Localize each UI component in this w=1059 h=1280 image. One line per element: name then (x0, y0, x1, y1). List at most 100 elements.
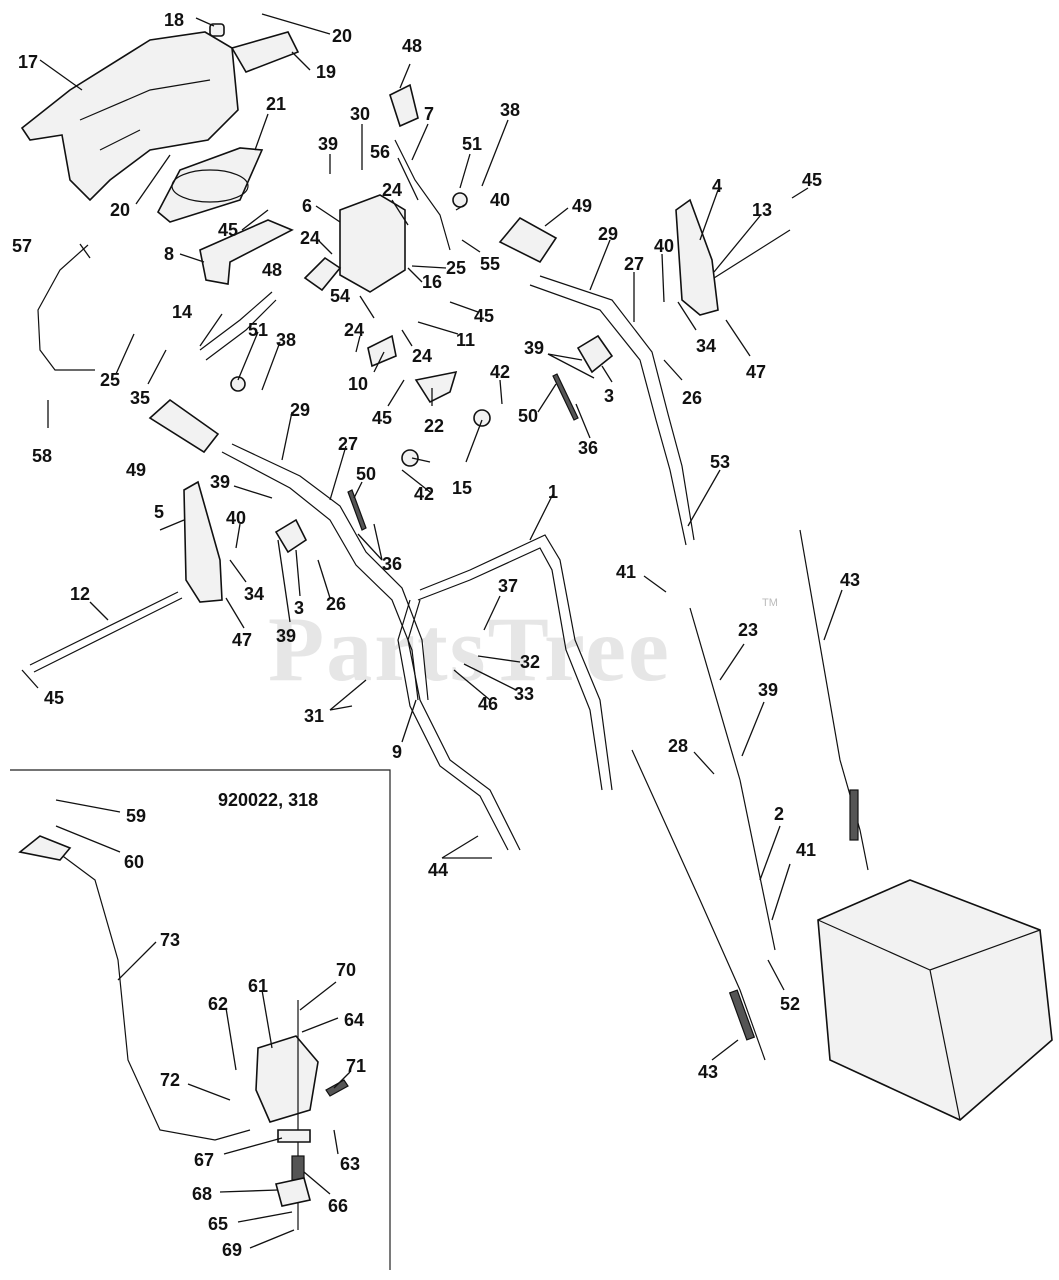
callout-34: 34 (244, 584, 264, 604)
callout-38: 38 (276, 330, 296, 350)
callout-labels: 18 20 17 19 48 21 20 30 7 38 39 56 51 24… (12, 10, 860, 1260)
callout-21: 21 (266, 94, 286, 114)
callout-37: 37 (498, 576, 518, 596)
callout-26: 26 (682, 388, 702, 408)
part-8-bracket (199, 219, 294, 285)
part-43-cable-center (631, 749, 766, 1061)
part-71-spring (325, 1079, 349, 1097)
part-61-block (255, 1035, 319, 1123)
part-5-panel (183, 480, 223, 603)
part-17-detail (79, 79, 211, 151)
callout-40: 40 (226, 508, 246, 528)
callout-49: 49 (126, 460, 146, 480)
callout-41: 41 (796, 840, 816, 860)
callout-27: 27 (624, 254, 644, 274)
part-21-logo-plate (156, 147, 264, 223)
callout-69: 69 (222, 1240, 242, 1260)
callout-17: 17 (18, 52, 38, 72)
callout-43: 43 (698, 1062, 718, 1082)
callout-25: 25 (100, 370, 120, 390)
callout-62: 62 (208, 994, 228, 1014)
part-60-lever (18, 835, 72, 861)
part-right-handle (529, 275, 695, 546)
part-49-grip-right (498, 216, 558, 264)
callout-8: 8 (164, 244, 174, 264)
part-1-lower-handle (397, 534, 613, 851)
callout-45: 45 (802, 170, 822, 190)
callout-45: 45 (372, 408, 392, 428)
part-7-lever (394, 139, 451, 251)
inset-frame: 920022, 318 (10, 769, 391, 1270)
callout-54: 54 (330, 286, 350, 306)
part-19-lens (230, 31, 300, 73)
callout-29: 29 (290, 400, 310, 420)
callout-73: 73 (160, 930, 180, 950)
callout-52: 52 (780, 994, 800, 1014)
callout-24: 24 (382, 180, 402, 200)
part-drawings (18, 23, 1053, 1230)
part-43-spring-center (728, 989, 756, 1041)
callout-49: 49 (572, 196, 592, 216)
callout-34: 34 (696, 336, 716, 356)
callout-39: 39 (210, 472, 230, 492)
part-4-panel (675, 198, 719, 316)
callout-47: 47 (746, 362, 766, 382)
part-18-screw (209, 23, 225, 37)
part-6-control-bracket (339, 194, 406, 293)
part-12-rod (29, 591, 183, 673)
callout-24: 24 (412, 346, 432, 366)
callout-1: 1 (548, 482, 558, 502)
callout-53: 53 (710, 452, 730, 472)
callout-33: 33 (514, 684, 534, 704)
callout-39: 39 (524, 338, 544, 358)
callout-65: 65 (208, 1214, 228, 1234)
callout-11: 11 (456, 330, 475, 350)
part-13-rod (713, 229, 791, 279)
callout-13: 13 (752, 200, 772, 220)
part-67-plate (277, 1129, 311, 1143)
callout-31: 31 (304, 706, 324, 726)
callout-38: 38 (500, 100, 520, 120)
callout-5: 5 (154, 502, 164, 522)
callout-29: 29 (598, 224, 618, 244)
callout-39: 39 (758, 680, 778, 700)
callout-39: 39 (318, 134, 338, 154)
callout-58: 58 (32, 446, 52, 466)
callout-35: 35 (130, 388, 150, 408)
callout-15: 15 (452, 478, 472, 498)
callout-39: 39 (276, 626, 296, 646)
callout-66: 66 (328, 1196, 348, 1216)
part-gearbox-detail (817, 919, 1041, 1121)
callout-20: 20 (110, 200, 130, 220)
callout-20: 20 (332, 26, 352, 46)
part-17-dash-panel (20, 31, 239, 202)
callout-26: 26 (326, 594, 346, 614)
callout-14: 14 (172, 302, 192, 322)
callout-45: 45 (44, 688, 64, 708)
part-73-cable (51, 847, 251, 1141)
part-23-rod (689, 607, 741, 781)
part-10-bracket (367, 334, 397, 368)
callout-63: 63 (340, 1154, 360, 1174)
callout-55: 55 (480, 254, 500, 274)
callout-3: 3 (604, 386, 614, 406)
callout-72: 72 (160, 1070, 180, 1090)
callout-47: 47 (232, 630, 252, 650)
callout-64: 64 (344, 1010, 364, 1030)
callout-23: 23 (738, 620, 758, 640)
callout-22: 22 (424, 416, 444, 436)
part-22-bracket (414, 370, 458, 404)
callout-46: 46 (478, 694, 498, 714)
part-66-spring (291, 1155, 305, 1181)
callout-4: 4 (712, 176, 722, 196)
callout-42: 42 (490, 362, 510, 382)
callout-56: 56 (370, 142, 390, 162)
callout-36: 36 (578, 438, 598, 458)
part-57-cable (37, 244, 95, 371)
leader-lines (21, 13, 843, 1249)
callout-24: 24 (344, 320, 364, 340)
part-gearbox-housing (817, 879, 1053, 1121)
callout-6: 6 (302, 196, 312, 216)
part-49-grip-left (148, 398, 220, 454)
